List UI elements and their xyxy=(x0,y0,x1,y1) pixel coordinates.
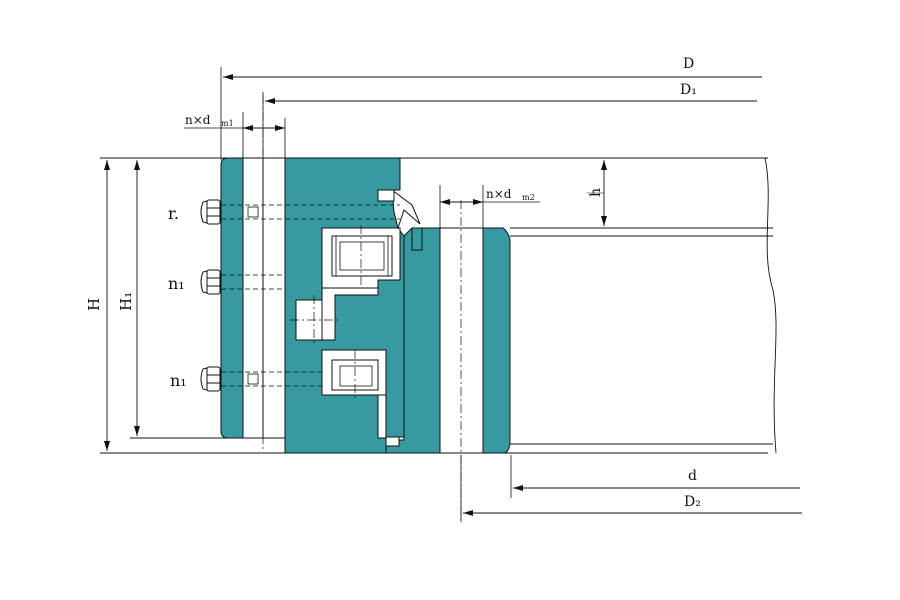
bolt-label-middle: n₁ xyxy=(168,274,185,293)
label-H1: H₁ xyxy=(117,292,135,311)
outer-ring-section xyxy=(220,157,244,439)
bolt-label-top: r. xyxy=(168,204,179,223)
label-D2: D₂ xyxy=(684,494,701,510)
center-lines xyxy=(262,95,462,520)
rollers xyxy=(335,236,389,387)
label-H: H xyxy=(85,298,103,311)
inner-flange-section xyxy=(482,227,511,454)
dimension-lines xyxy=(104,74,802,516)
label-D1: D₁ xyxy=(680,82,697,98)
break-line xyxy=(764,157,777,454)
label-D: D xyxy=(683,56,694,72)
outer-hole-column xyxy=(242,157,286,439)
outer-holes-callout: n×d m1 xyxy=(185,113,234,128)
inner-holes-sub: m2 xyxy=(522,193,535,202)
bolt-top xyxy=(200,199,400,225)
bolt-label-bottom: n₁ xyxy=(170,371,187,390)
label-h: h xyxy=(588,188,604,197)
outer-holes-sub: m1 xyxy=(221,119,234,128)
inner-holes-label: n×d xyxy=(486,187,512,201)
inner-hole-column xyxy=(439,227,484,454)
bolt-bottom xyxy=(200,366,322,392)
outer-holes-label: n×d xyxy=(185,113,211,127)
seal-lips xyxy=(377,188,421,447)
inner-holes-callout: n×d m2 xyxy=(486,187,535,202)
inner-ring-step xyxy=(411,227,423,251)
bolt-middle xyxy=(200,269,285,295)
reference-lines xyxy=(100,157,773,454)
label-d: d xyxy=(688,468,697,484)
